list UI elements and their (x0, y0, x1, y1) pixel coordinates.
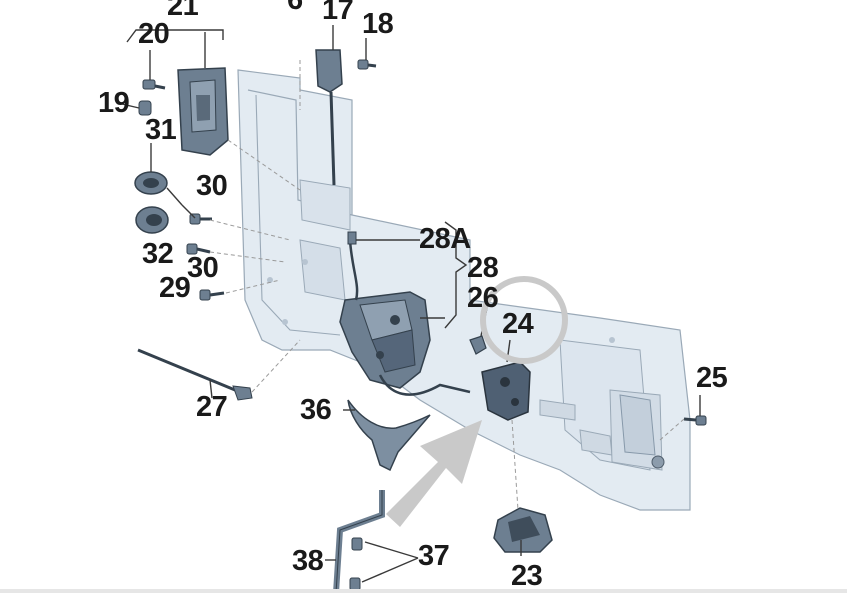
screw-30-upper (189, 213, 212, 225)
screw-29 (199, 289, 225, 301)
callout-38: 38 (292, 545, 324, 577)
callout-20: 20 (138, 18, 170, 50)
callout-19: 19 (98, 87, 130, 119)
grommet-26 (469, 335, 487, 355)
leader-lines (121, 25, 701, 583)
callout-23: 23 (511, 560, 543, 592)
callout-28a: 28A (419, 223, 471, 255)
callout-30-lower: 30 (187, 252, 219, 284)
callout-26: 26 (467, 282, 499, 314)
callout-6: 6 (287, 0, 303, 16)
screw-30-lower (186, 243, 211, 255)
callout-31: 31 (145, 114, 177, 146)
release-cable-27 (137, 348, 253, 401)
callout-27: 27 (196, 391, 228, 423)
lock-knob-rod (315, 49, 377, 186)
highlight-circle (480, 276, 568, 364)
callout-17: 17 (322, 0, 354, 26)
callout-29: 29 (159, 272, 191, 304)
callout-25: 25 (696, 362, 728, 394)
lever-36 (347, 399, 431, 472)
clip-19 (138, 100, 152, 116)
door-inner-panel (237, 69, 691, 511)
trim-cap-31 (134, 171, 168, 195)
callout-32: 32 (142, 238, 174, 270)
direction-arrow (386, 420, 482, 527)
callout-28: 28 (467, 252, 499, 284)
callout-21: 21 (167, 0, 199, 22)
clip-37-upper (351, 537, 363, 551)
screw-20 (142, 79, 166, 90)
callout-18: 18 (362, 8, 394, 40)
inner-door-handle (177, 67, 229, 156)
guide-lines (209, 60, 685, 511)
callout-36: 36 (300, 394, 332, 426)
rod-38 (333, 490, 385, 593)
door-lock-mechanism (339, 231, 471, 396)
screw-25 (683, 415, 707, 426)
callout-37: 37 (418, 540, 450, 572)
callout-30-upper: 30 (196, 170, 228, 202)
bracket-23 (493, 507, 553, 553)
bottom-divider (0, 589, 847, 593)
callout-24: 24 (502, 308, 534, 340)
lock-part-24 (481, 361, 531, 421)
trim-cap-32 (135, 206, 169, 234)
